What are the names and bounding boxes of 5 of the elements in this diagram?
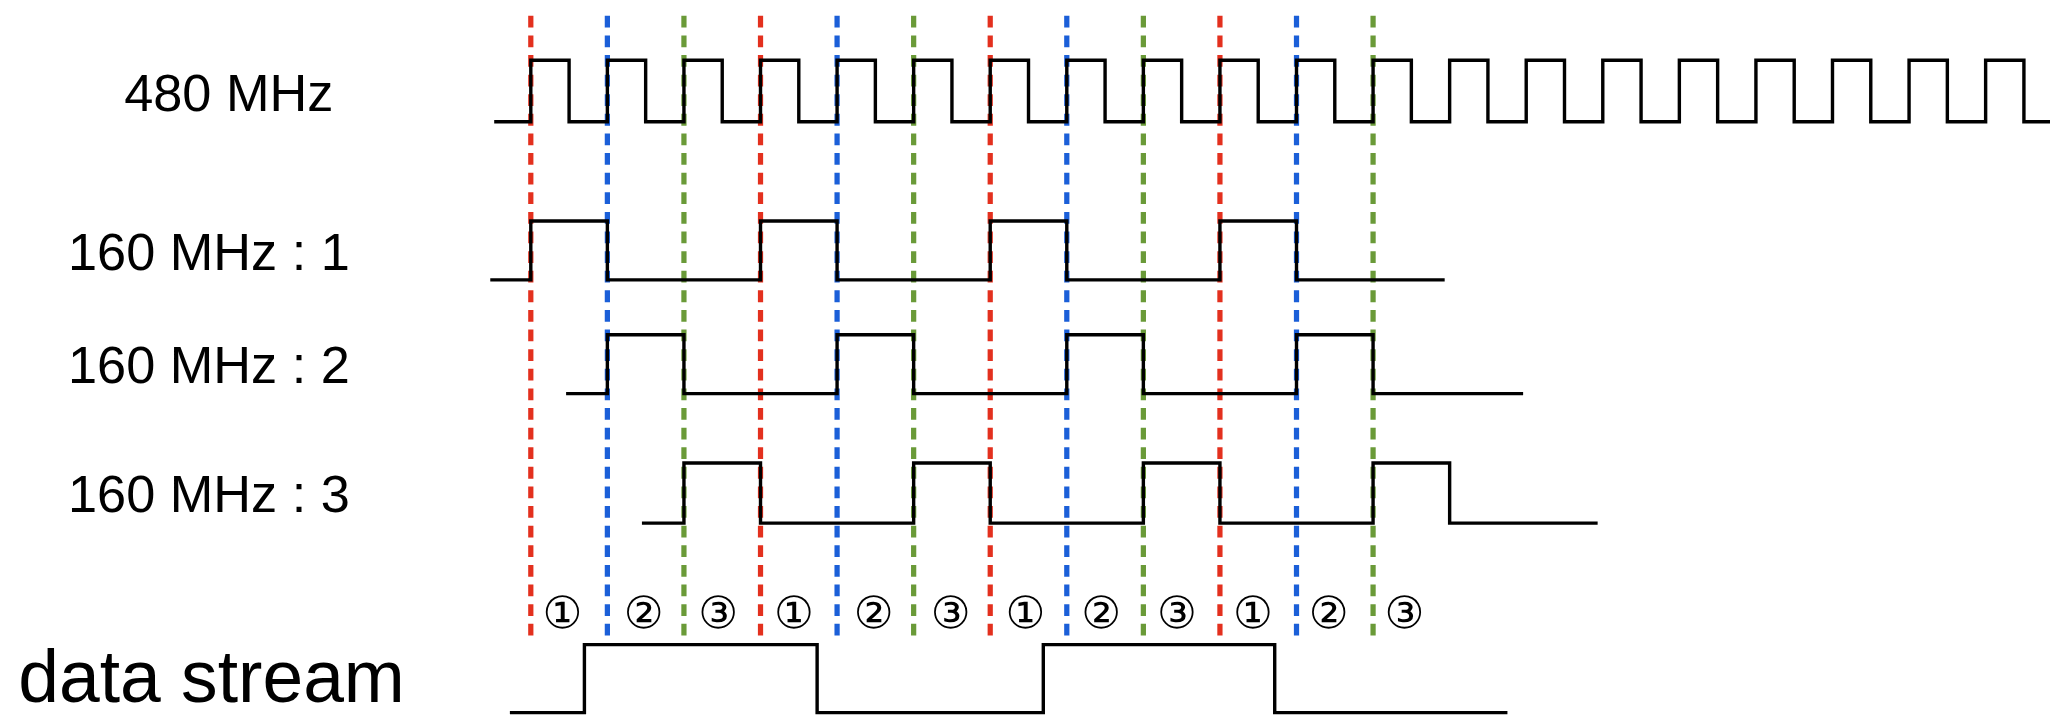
signal-label: 160 MHz : 1	[68, 226, 350, 279]
signal-label: data stream	[18, 640, 405, 714]
signal-label: 160 MHz : 3	[68, 468, 350, 521]
signal-label: 480 MHz	[124, 66, 334, 119]
signal-label: 160 MHz : 2	[68, 338, 350, 391]
